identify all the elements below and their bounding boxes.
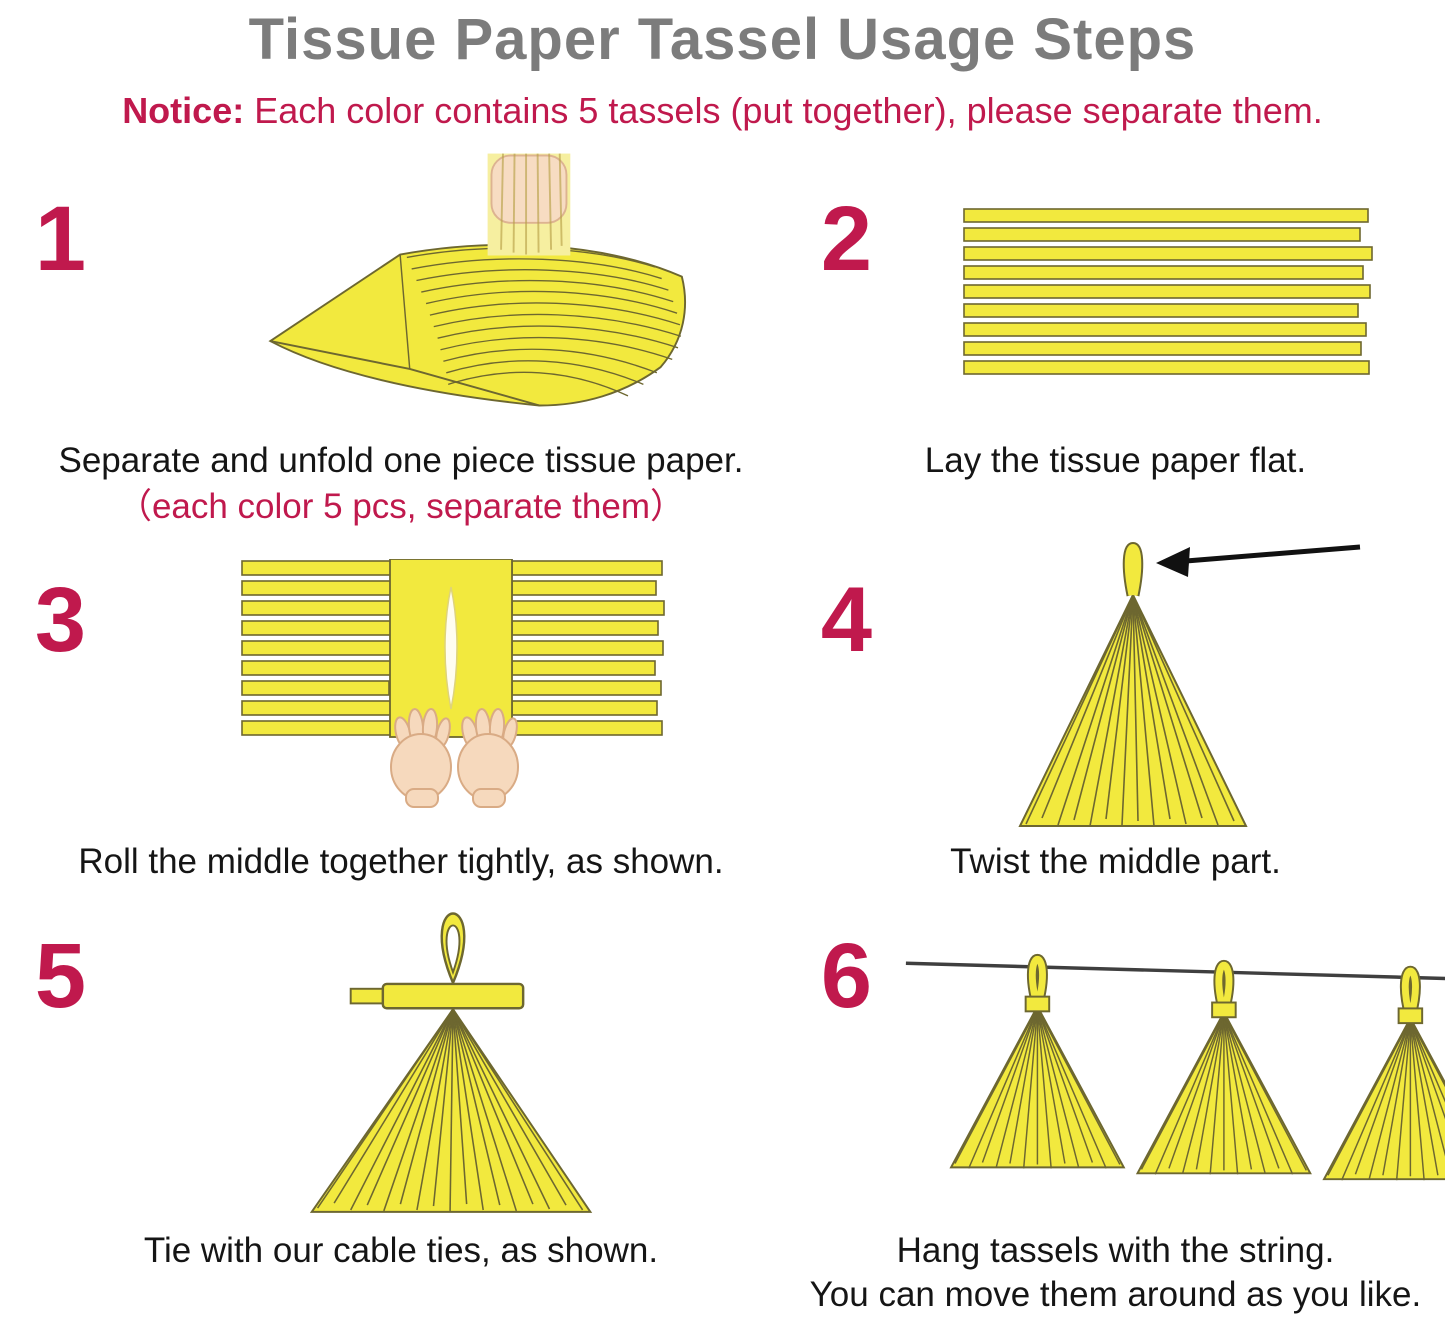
step-4-caption: Twist the middle part. [950, 842, 1281, 882]
steps-grid: 1 [8, 147, 1445, 1317]
step-5-illustration-area [113, 884, 794, 1229]
step-6-illustration-area [899, 884, 1445, 1229]
step-6-caption: Hang tassels with the string. [896, 1231, 1335, 1271]
step-2-number: 2 [820, 187, 873, 290]
step-5-illustration [310, 912, 593, 1213]
fringe-strips-over-hand [500, 153, 564, 255]
step-1-subcaption: （each color 5 pcs, separate them） [116, 486, 685, 526]
step-3-illustration [241, 559, 666, 809]
step-3-number: 3 [34, 569, 87, 672]
hand-icon [490, 154, 568, 224]
tied-tassel [310, 912, 593, 1213]
step-2: 2 [794, 147, 1437, 529]
hanging-tassel-3 [1324, 971, 1445, 1180]
step-1-caption: Separate and unfold one piece tissue pap… [58, 440, 744, 480]
notice: Notice:Each color contains 5 tassels (pu… [8, 88, 1437, 133]
tissue-cascade [268, 243, 687, 407]
step-2-illustration [963, 208, 1373, 376]
cable-tie [350, 982, 525, 1010]
step-1-number: 1 [34, 187, 87, 290]
step-6-illustration [905, 924, 1445, 1189]
step-3-illustration-area [113, 528, 794, 840]
step-4-illustration [1018, 542, 1361, 828]
twisted-tassel [1018, 542, 1248, 828]
step-3-caption: Roll the middle together tightly, as sho… [78, 842, 724, 882]
notice-text: Each color contains 5 tassels (put toget… [254, 89, 1323, 131]
step-5-caption: Tie with our cable ties, as shown. [143, 1231, 659, 1271]
step-4-number: 4 [820, 569, 873, 672]
step-4-illustration-area [899, 528, 1437, 840]
step-4: 4 [794, 528, 1437, 884]
step-5: 5 [8, 884, 794, 1317]
hanging-tassel-2 [1137, 965, 1310, 1174]
hands-icon [390, 708, 520, 809]
step-3: 3 [8, 528, 794, 884]
page-title: Tissue Paper Tassel Usage Steps [248, 7, 1197, 72]
hanging-tassel-1 [951, 959, 1124, 1168]
step-5-number: 5 [34, 925, 87, 1028]
step-1-illustration-area [113, 147, 794, 439]
flat-tissue-strips [963, 208, 1373, 376]
arrow-icon [1155, 544, 1361, 578]
step-2-illustration-area [899, 147, 1437, 439]
step-6-caption-2: You can move them around as you like. [809, 1274, 1422, 1314]
step-6: 6 [794, 884, 1445, 1317]
step-1-illustration [268, 153, 687, 407]
step-6-number: 6 [820, 925, 873, 1028]
step-1: 1 [8, 147, 794, 529]
string-line [905, 961, 1445, 981]
roll-highlight [444, 587, 459, 710]
step-2-caption: Lay the tissue paper flat. [924, 440, 1307, 480]
notice-label: Notice: [122, 89, 245, 131]
